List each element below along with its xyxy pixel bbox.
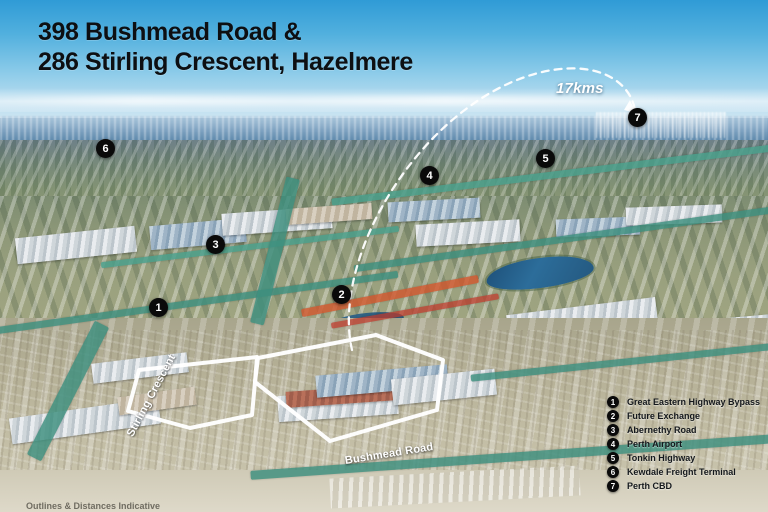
distance-callout-label: 17kms — [556, 80, 604, 97]
title-line-1: 398 Bushmead Road & — [38, 18, 302, 46]
legend-badge-2: 2 — [606, 410, 619, 422]
legend-item-3: 3 Abernethy Road — [606, 424, 760, 436]
map-marker-3[interactable]: 3 — [206, 235, 225, 254]
legend-badge-7: 7 — [606, 480, 619, 492]
legend-label: Tonkin Highway — [626, 453, 696, 463]
legend-label: Future Exchange — [626, 411, 700, 421]
legend-item-4: 4 Perth Airport — [606, 438, 760, 450]
legend-badge-6: 6 — [606, 466, 619, 478]
page-title: 398 Bushmead Road & 286 Stirling Crescen… — [38, 18, 413, 77]
legend-badge-5: 5 — [606, 452, 619, 464]
legend-badge-4: 4 — [606, 438, 619, 450]
map-marker-5[interactable]: 5 — [536, 149, 555, 168]
map-marker-1[interactable]: 1 — [149, 298, 168, 317]
legend-label: Perth CBD — [626, 481, 672, 491]
legend-label: Abernethy Road — [626, 425, 697, 435]
horizon-haze — [0, 88, 768, 112]
legend-badge-3: 3 — [606, 424, 619, 436]
legend-label: Perth Airport — [626, 439, 683, 449]
map-marker-2[interactable]: 2 — [332, 285, 351, 304]
legend-item-5: 5 Tonkin Highway — [606, 452, 760, 464]
map-marker-7[interactable]: 7 — [628, 108, 647, 127]
legend-item-2: 2 Future Exchange — [606, 410, 760, 422]
perth-cbd-skyline — [596, 112, 726, 138]
legend-item-6: 6 Kewdale Freight Terminal — [606, 466, 760, 478]
disclaimer-text: Outlines & Distances Indicative — [26, 501, 161, 511]
map-legend: 1 Great Eastern Highway Bypass 2 Future Exc… — [606, 396, 760, 494]
legend-item-1: 1 Great Eastern Highway Bypass — [606, 396, 760, 408]
legend-label: Kewdale Freight Terminal — [626, 467, 736, 477]
map-marker-6[interactable]: 6 — [96, 139, 115, 158]
map-marker-4[interactable]: 4 — [420, 166, 439, 185]
legend-label: Great Eastern Highway Bypass — [626, 397, 760, 407]
title-line-2: 286 Stirling Crescent, Hazelmere — [38, 47, 413, 76]
legend-badge-1: 1 — [606, 396, 619, 408]
legend-item-7: 7 Perth CBD — [606, 480, 760, 492]
